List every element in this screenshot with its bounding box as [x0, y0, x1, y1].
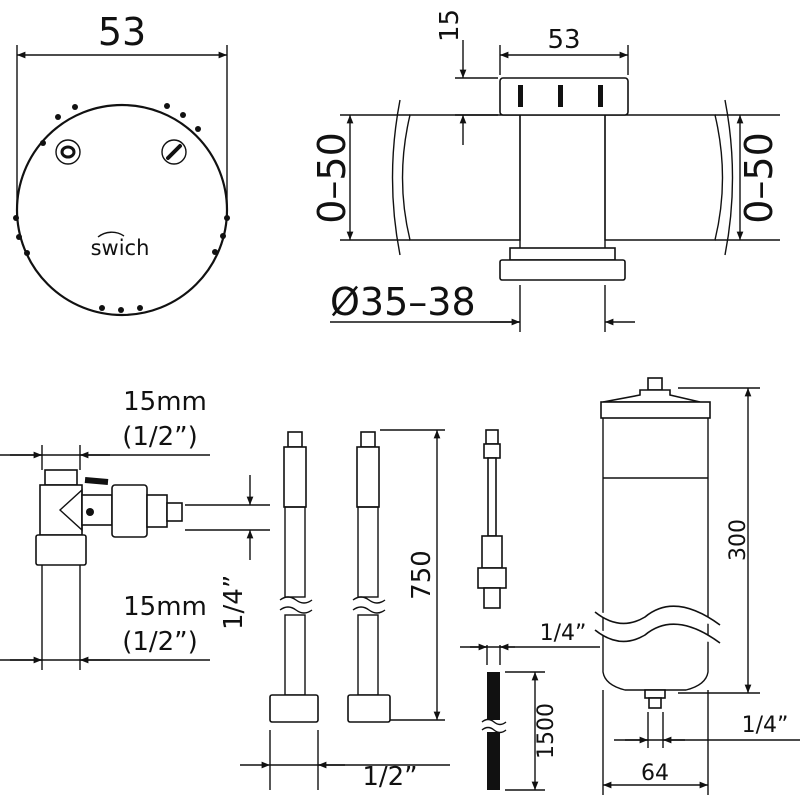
tube-length-label: 1500: [534, 703, 559, 759]
angle-valve: 15mm (1/2”) 15mm (1/2”) 1/4”: [0, 387, 270, 670]
nut-size-label: 1/2”: [362, 762, 417, 792]
top-size-inch-label: (1/2”): [122, 422, 198, 452]
braided-hoses: 750 1/2”: [240, 429, 450, 792]
screw-icon: [55, 139, 81, 165]
hole-diameter-label: Ø35–38: [330, 280, 476, 324]
thickness-right-label: 0–50: [737, 132, 781, 224]
cover-plate: [15, 103, 229, 317]
filter-height-label: 300: [726, 519, 751, 561]
washer: [509, 247, 616, 261]
connector-and-tube: 1/4” 1500: [460, 429, 600, 791]
knurl-dots: [13, 103, 230, 313]
logo-arc: [97, 231, 125, 238]
bottom-size-label: 15mm: [123, 592, 207, 622]
filter-cartridge: 300 1/4” 64: [594, 377, 800, 795]
filter-width-label: 64: [641, 761, 669, 786]
lock-nut: [499, 259, 626, 281]
cap-height-label: 15: [435, 9, 465, 42]
outlet-label: 1/4”: [219, 575, 249, 630]
top-view: 53 swich: [13, 10, 230, 317]
hose: [269, 431, 319, 723]
countertop-left: [401, 114, 521, 241]
logo: swich: [91, 236, 150, 260]
thickness-left-label: 0–50: [310, 132, 354, 224]
screw-icon: [161, 139, 187, 165]
cap-width-label: 53: [547, 25, 580, 55]
threaded-sleeve: [519, 114, 606, 251]
countertop-right: [604, 114, 724, 241]
bottom-size-inch-label: (1/2”): [122, 627, 198, 657]
section-view: 53 15 0–50 0–50 Ø35–38: [310, 9, 781, 332]
hose: [347, 431, 391, 723]
width-label: 53: [98, 10, 146, 54]
tube-diameter-label: 1/4”: [540, 621, 587, 646]
cap: [499, 77, 629, 116]
filter-outlet-label: 1/4”: [742, 713, 789, 738]
hose-length-label: 750: [407, 550, 437, 600]
tube: [487, 672, 500, 720]
top-size-label: 15mm: [123, 387, 207, 417]
